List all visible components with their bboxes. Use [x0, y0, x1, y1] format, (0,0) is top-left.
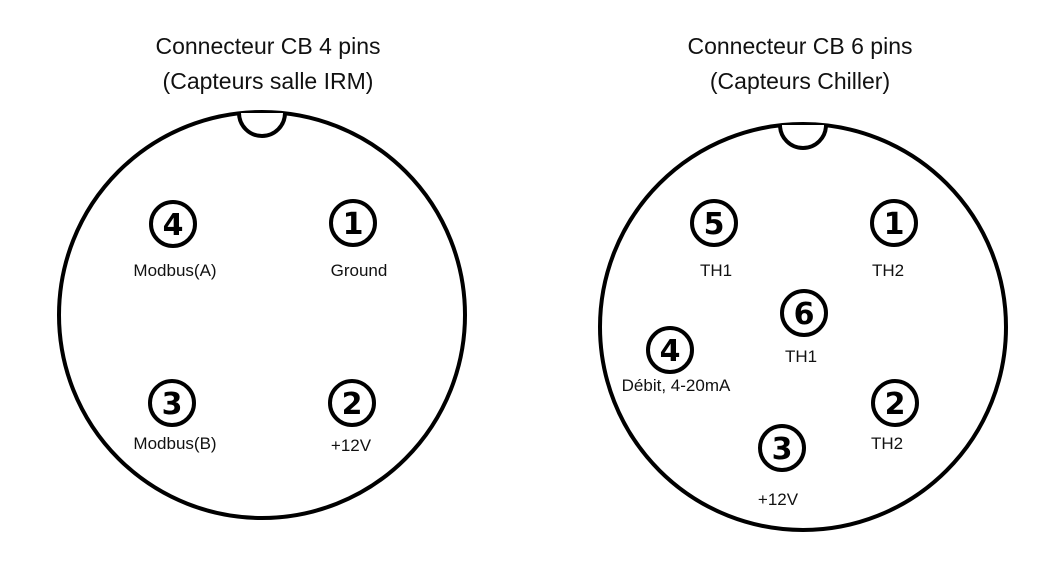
pin-1-number: 1 — [884, 207, 905, 242]
pin-3-number: 3 — [162, 387, 183, 422]
pin-4-label: Modbus(A) — [133, 261, 216, 280]
pin-2: 2 +12V — [328, 379, 376, 455]
pin-4-circle — [149, 200, 197, 248]
pin-1-number: 1 — [343, 207, 364, 242]
connector-6-pin: Connecteur CB 6 pins (Capteurs Chiller) … — [598, 33, 1008, 532]
connector-6-title-line2: (Capteurs Chiller) — [710, 68, 890, 94]
pin-6-number: 6 — [794, 297, 815, 332]
pin-4: 4 Débit, 4-20mA — [622, 326, 731, 395]
pin-2-number: 2 — [342, 387, 363, 422]
pin-2-circle — [328, 379, 376, 427]
pin-1-label: TH2 — [872, 261, 904, 280]
pin-1-circle — [870, 199, 918, 247]
pin-4-label: Débit, 4-20mA — [622, 376, 731, 395]
connector-4-body — [57, 110, 467, 520]
pin-6-circle — [780, 289, 828, 337]
pin-4-number: 4 — [163, 208, 184, 243]
pin-5-label: TH1 — [700, 261, 732, 280]
connector-6-title-line1: Connecteur CB 6 pins — [687, 33, 912, 59]
connector-4-key-notch — [237, 112, 287, 138]
pin-5-number: 5 — [704, 207, 725, 242]
pin-3-circle — [148, 379, 196, 427]
pin-1-label: Ground — [331, 261, 388, 280]
pin-2-circle — [871, 379, 919, 427]
pin-3-number: 3 — [772, 432, 793, 467]
pin-1: 1 TH2 — [870, 199, 918, 280]
pin-3-circle — [758, 424, 806, 472]
connector-4-title-line2: (Capteurs salle IRM) — [163, 68, 374, 94]
pin-3: 3 Modbus(B) — [133, 379, 217, 453]
pin-1-circle — [329, 199, 377, 247]
pin-5: 5 TH1 — [690, 199, 738, 280]
pin-6: 6 TH1 — [780, 289, 828, 366]
connector-6-key-notch — [778, 124, 828, 150]
pin-2: 2 TH2 — [871, 379, 919, 453]
pin-2-label: TH2 — [871, 434, 903, 453]
pin-2-number: 2 — [885, 387, 906, 422]
pin-6-label: TH1 — [785, 347, 817, 366]
pin-4-number: 4 — [660, 334, 681, 369]
connector-4-title-line1: Connecteur CB 4 pins — [155, 33, 380, 59]
pin-4-circle — [646, 326, 694, 374]
connector-4-pin: Connecteur CB 4 pins (Capteurs salle IRM… — [57, 33, 467, 520]
pin-1: 1 Ground — [329, 199, 388, 280]
pin-3: 3 +12V — [758, 424, 806, 509]
pin-3-label: +12V — [758, 490, 799, 509]
pin-4: 4 Modbus(A) — [133, 200, 217, 280]
pin-3-label: Modbus(B) — [133, 434, 216, 453]
connector-6-body — [598, 122, 1008, 532]
pin-2-label: +12V — [331, 436, 372, 455]
pin-5-circle — [690, 199, 738, 247]
